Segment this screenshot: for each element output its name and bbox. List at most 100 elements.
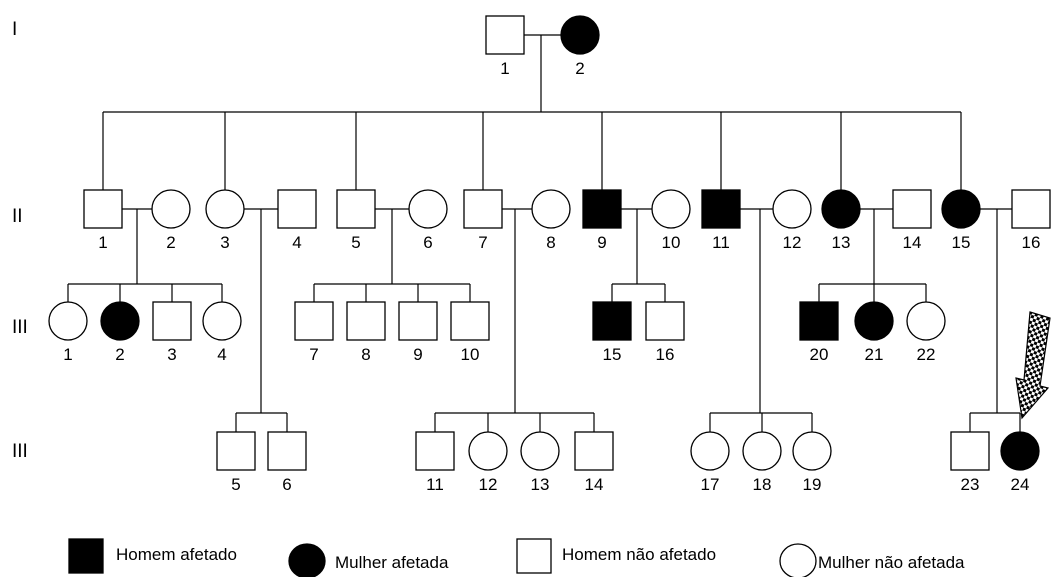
legend-unaffected-male: Homem não afetado: [516, 538, 716, 574]
legend-affected-female-label: Mulher afetada: [335, 553, 449, 572]
individual-number: 9: [597, 233, 606, 252]
individual-number: 20: [810, 345, 829, 364]
legend-unaffected-female-symbol: [779, 543, 817, 577]
unaffected-male-ii-5: [336, 189, 376, 229]
generation-label: III: [12, 317, 28, 338]
unaffected-male-ii-4: [277, 189, 317, 229]
legend-unaffected-male-label: Homem não afetado: [562, 545, 716, 564]
individual-number: 19: [803, 475, 822, 494]
legend-affected-male: Homem afetado: [68, 538, 237, 574]
individual-number: 13: [531, 475, 550, 494]
individual-number: 8: [546, 233, 555, 252]
individual-number: 14: [585, 475, 604, 494]
individual-number: 16: [656, 345, 675, 364]
unaffected-female-ii-6: [408, 189, 448, 229]
pedigree-individuals: [48, 15, 1051, 471]
individual-number: 4: [292, 233, 301, 252]
unaffected-male-iii-7: [294, 301, 334, 341]
legend-affected-female: Mulher afetada: [288, 543, 449, 577]
affected-female-iii-24: [1000, 431, 1040, 471]
unaffected-male-iii-8: [346, 301, 386, 341]
legend: Homem afetado Mulher afetada Homem não afe…: [68, 538, 965, 577]
generation-label: II: [12, 206, 23, 227]
legend-unaffected-male-symbol: [516, 538, 552, 574]
individual-number: 23: [961, 475, 980, 494]
individual-number: 4: [217, 345, 226, 364]
unaffected-female-iii-4: [202, 301, 242, 341]
individual-number: 10: [461, 345, 480, 364]
unaffected-male-iii-14: [574, 431, 614, 471]
unaffected-female-ii-3: [205, 189, 245, 229]
legend-unaffected-female: Mulher não afetada: [779, 543, 965, 577]
unaffected-female-iii-22: [906, 301, 946, 341]
individual-number: 1: [500, 59, 509, 78]
affected-female-i-2: [560, 15, 600, 55]
individual-number: 15: [952, 233, 971, 252]
unaffected-male-iii-5: [216, 431, 256, 471]
unaffected-male-iii-10: [450, 301, 490, 341]
unaffected-female-iii-1: [48, 301, 88, 341]
individual-number: 21: [865, 345, 884, 364]
individual-number: 3: [220, 233, 229, 252]
legend-affected-male-label: Homem afetado: [116, 545, 237, 564]
affected-male-ii-11: [701, 189, 741, 229]
individual-number: 12: [479, 475, 498, 494]
unaffected-female-iii-13: [520, 431, 560, 471]
unaffected-female-iii-18: [742, 431, 782, 471]
individual-number: 24: [1011, 475, 1030, 494]
unaffected-male-iii-9: [398, 301, 438, 341]
individual-number: 1: [63, 345, 72, 364]
individual-number: 11: [426, 475, 444, 494]
unaffected-female-ii-10: [651, 189, 691, 229]
unaffected-female-iii-19: [792, 431, 832, 471]
legend-affected-male-symbol: [68, 538, 104, 574]
affected-female-ii-13: [821, 189, 861, 229]
unaffected-male-i-1: [485, 15, 525, 55]
unaffected-male-ii-7: [463, 189, 503, 229]
unaffected-male-iii-23: [950, 431, 990, 471]
affected-male-iii-15: [592, 301, 632, 341]
generation-label: III: [12, 441, 28, 462]
legend-unaffected-female-label: Mulher não afetada: [818, 553, 965, 572]
individual-number: 18: [753, 475, 772, 494]
legend-affected-female-symbol: [288, 543, 326, 577]
affected-female-iii-2: [100, 301, 140, 341]
individual-number: 6: [282, 475, 291, 494]
affected-female-iii-21: [854, 301, 894, 341]
individual-number: 5: [231, 475, 240, 494]
individual-number: 8: [361, 345, 370, 364]
individual-number: 12: [783, 233, 802, 252]
individual-number: 2: [575, 59, 584, 78]
individual-number: 13: [832, 233, 851, 252]
unaffected-male-ii-1: [83, 189, 123, 229]
individual-number: 1: [98, 233, 107, 252]
unaffected-female-ii-2: [151, 189, 191, 229]
individual-number: 2: [166, 233, 175, 252]
unaffected-male-iii-11: [415, 431, 455, 471]
unaffected-male-ii-16: [1011, 189, 1051, 229]
individual-number: 9: [413, 345, 422, 364]
unaffected-male-iii-6: [267, 431, 307, 471]
affected-male-iii-20: [799, 301, 839, 341]
individual-number: 3: [167, 345, 176, 364]
pedigree-lines: [67, 34, 1021, 432]
individual-number: 2: [115, 345, 124, 364]
individual-number: 17: [701, 475, 720, 494]
individual-number: 22: [917, 345, 936, 364]
proband-arrow-icon: [1015, 311, 1051, 420]
generation-label: I: [12, 19, 17, 40]
individual-number: 15: [603, 345, 622, 364]
individual-number: 7: [478, 233, 487, 252]
affected-male-ii-9: [582, 189, 622, 229]
unaffected-male-ii-14: [892, 189, 932, 229]
unaffected-male-iii-16: [645, 301, 685, 341]
individual-number: 10: [662, 233, 681, 252]
individual-number: 5: [351, 233, 360, 252]
individual-number: 6: [423, 233, 432, 252]
individual-number: 7: [309, 345, 318, 364]
unaffected-female-ii-8: [531, 189, 571, 229]
unaffected-male-iii-3: [152, 301, 192, 341]
